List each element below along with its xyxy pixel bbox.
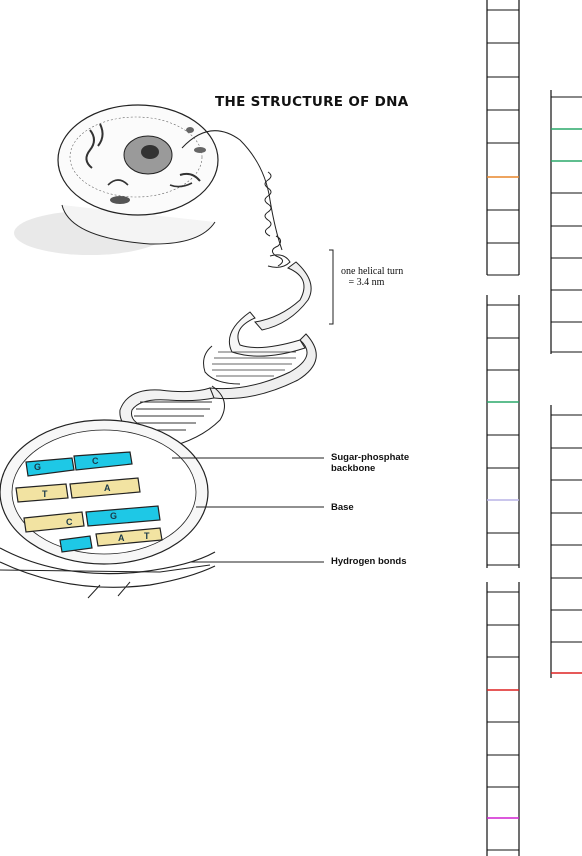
ladder-strip-1 (487, 0, 519, 275)
page-title: THE STRUCTURE OF DNA (215, 94, 408, 110)
ladder-strip-2 (487, 295, 519, 568)
helix-cross-section (0, 420, 215, 598)
base-letter: G (110, 511, 117, 521)
base-letter: A (118, 533, 125, 543)
double-helix (120, 262, 316, 448)
sugar-phosphate-label-line2: backbone (331, 463, 409, 474)
helical-turn-bracket (329, 250, 333, 324)
base-letter: A (104, 483, 111, 493)
sugar-phosphate-label-line1: Sugar-phosphate (331, 452, 409, 463)
cell-illustration (14, 105, 218, 255)
sugar-phosphate-label: Sugar-phosphate backbone (331, 452, 409, 474)
ladder-strip-5 (551, 405, 582, 678)
base-letter: T (144, 531, 150, 541)
ladder-strip-3 (487, 582, 519, 856)
ladder-strips (487, 0, 582, 856)
helical-turn-label: one helical turn = 3.4 nm (341, 266, 403, 288)
helical-turn-line2: = 3.4 nm (349, 277, 385, 288)
ladder-strip-4 (551, 90, 582, 354)
helical-turn-line1: one helical turn (341, 266, 403, 277)
base-letter: C (92, 456, 99, 466)
base-letter: C (66, 517, 73, 527)
hydrogen-bonds-label: Hydrogen bonds (331, 556, 406, 567)
base-letter: G (34, 462, 41, 472)
base-label: Base (331, 502, 354, 513)
base-letter: T (42, 489, 48, 499)
